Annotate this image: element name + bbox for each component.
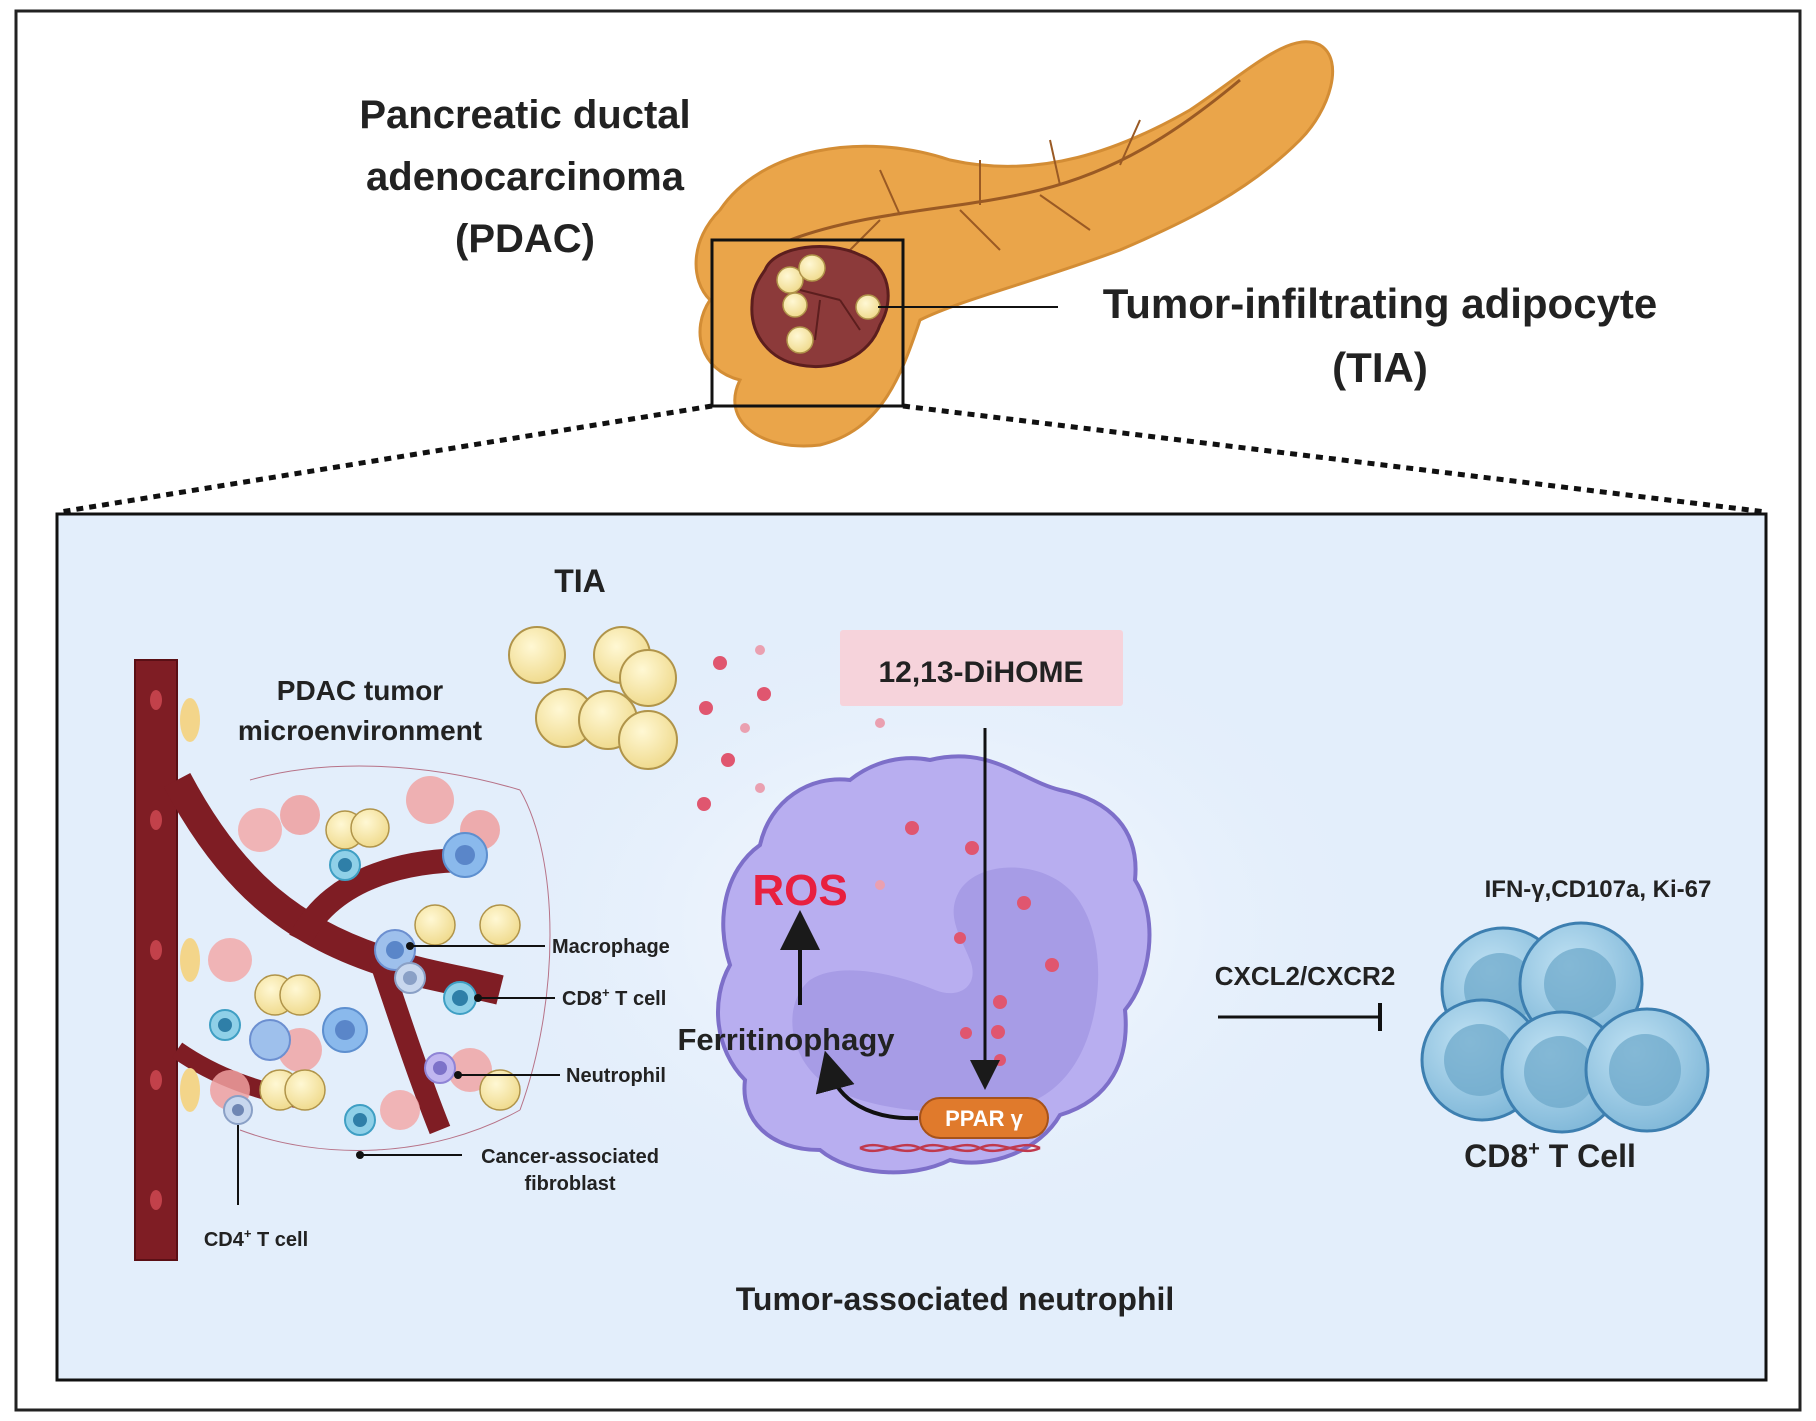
tumor-adipocyte xyxy=(855,294,881,320)
tumor-adipocyte xyxy=(786,326,814,354)
ros-label: ROS xyxy=(752,866,847,915)
tumor-adipocyte xyxy=(776,266,804,294)
neutrophil-small-label: Neutrophil xyxy=(566,1065,666,1087)
cd4-cell-label: CD4+ T cell xyxy=(204,1226,308,1251)
dihome-label: 12,13-DiHOME xyxy=(878,656,1083,689)
t-cell-title: CD8+ T Cell xyxy=(1464,1138,1636,1174)
outer-frame xyxy=(14,9,1802,1412)
tme-cell-cluster xyxy=(208,765,551,1151)
cd8-pointer-dot xyxy=(474,994,482,1002)
tumor-mass xyxy=(750,245,890,369)
pdac-title-line3: (PDAC) xyxy=(455,217,595,261)
tia-title-line2: (TIA) xyxy=(1332,344,1428,391)
microenv-title-line1: PDAC tumor xyxy=(277,675,444,706)
neutrophil-title: Tumor-associated neutrophil xyxy=(736,1281,1175,1317)
ppar-gamma-label: PPAR γ xyxy=(945,1106,1024,1131)
cd8-cell-label: CD8+ T cell xyxy=(562,985,666,1010)
cxcl-label: CXCL2/CXCR2 xyxy=(1215,961,1396,991)
markers-label: IFN-γ,CD107a, Ki-67 xyxy=(1485,876,1712,903)
pdac-title-line1: Pancreatic ductal xyxy=(359,93,690,137)
caf-label-line2: fibroblast xyxy=(524,1173,615,1195)
pdac-title-line2: adenocarcinoma xyxy=(366,155,685,199)
zoom-line-right xyxy=(902,403,1767,515)
tumor-adipocyte xyxy=(782,292,808,318)
caf-pointer-dot xyxy=(356,1151,364,1159)
cd8-t-cell-cluster xyxy=(1420,921,1710,1134)
tia-title-line1: Tumor-infiltrating adipocyte xyxy=(1103,280,1658,327)
dna-strand-2 xyxy=(859,1143,1041,1153)
neutrophil-pointer-dot xyxy=(454,1071,462,1079)
pancreas-illustration xyxy=(694,40,1335,448)
dihome-box xyxy=(840,630,1123,706)
tia-cluster-label: TIA xyxy=(554,563,606,599)
ppar-gamma-badge xyxy=(919,1097,1049,1139)
microenv-title-line2: microenvironment xyxy=(238,715,482,746)
macrophage-pointer-dot xyxy=(406,942,414,950)
ferritinophagy-arrow xyxy=(815,1050,919,1121)
macrophage-label: Macrophage xyxy=(552,936,670,958)
tumor-adipocyte xyxy=(798,254,826,282)
zoom-line-left xyxy=(59,403,713,515)
caf-label-line1: Cancer-associated xyxy=(481,1146,659,1168)
ferritinophagy-label: Ferritinophagy xyxy=(677,1022,895,1057)
zoom-box xyxy=(710,238,905,408)
tia-adipocyte-cluster xyxy=(508,626,678,770)
